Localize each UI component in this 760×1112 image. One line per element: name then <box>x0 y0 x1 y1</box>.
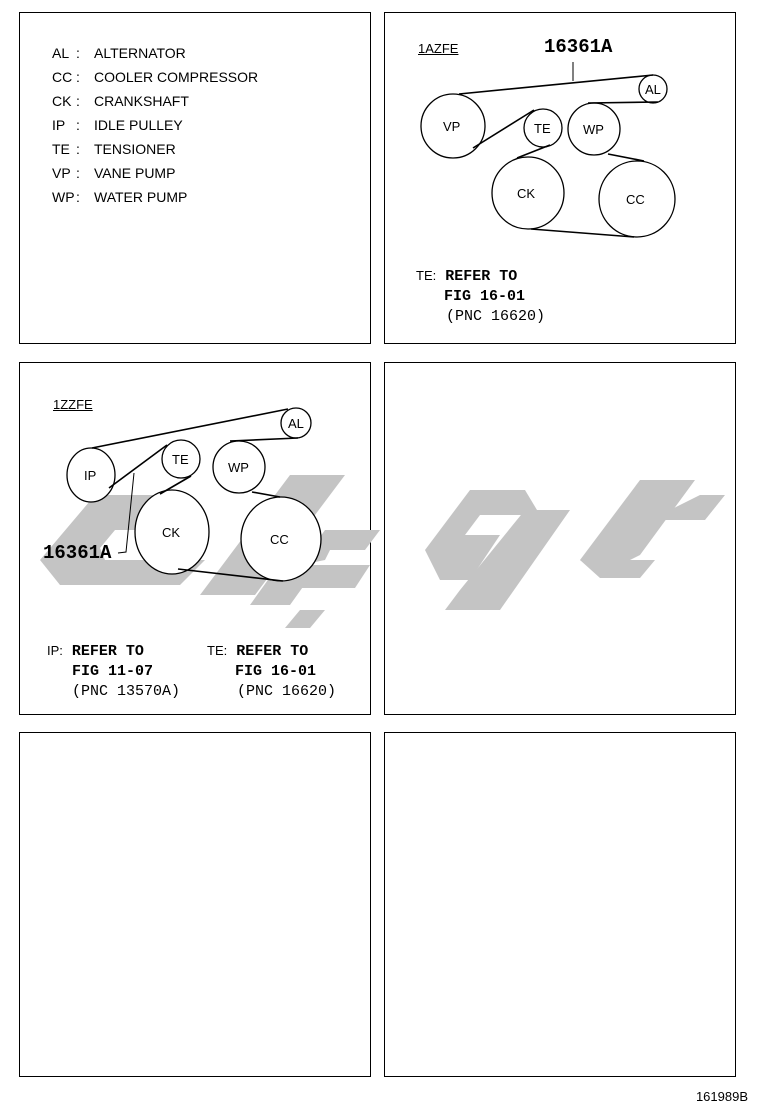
diagram-panel-1azfe <box>384 12 736 344</box>
legend-item: CK : CRANKSHAFT <box>52 89 258 113</box>
legend-name: ALTERNATOR <box>94 45 186 61</box>
legend-panel <box>19 12 371 344</box>
legend-code: CC <box>52 69 73 85</box>
legend-item: CC : COOLER COMPRESSOR <box>52 65 258 89</box>
legend-code: CK <box>52 93 72 109</box>
legend-name: TENSIONER <box>94 141 176 157</box>
figure-id: 161989B <box>695 1089 748 1104</box>
legend-code: WP <box>52 189 75 205</box>
empty-panel-1 <box>384 362 736 715</box>
legend-item: IP : IDLE PULLEY <box>52 113 258 137</box>
legend-item: TE : TENSIONER <box>52 137 258 161</box>
legend-code: TE <box>52 141 70 157</box>
legend-item: AL : ALTERNATOR <box>52 41 258 65</box>
legend-name: COOLER COMPRESSOR <box>94 69 259 85</box>
legend-code: VP <box>52 165 71 181</box>
legend-item: VP : VANE PUMP <box>52 161 258 185</box>
legend-code: AL <box>52 45 70 61</box>
legend-name: IDLE PULLEY <box>94 117 183 133</box>
legend-name: CRANKSHAFT <box>94 93 189 109</box>
legend-item: WP : WATER PUMP <box>52 185 258 209</box>
empty-panel-3 <box>384 732 736 1077</box>
legend-name: VANE PUMP <box>94 165 176 181</box>
diagram-panel-1zzfe <box>19 362 371 715</box>
legend-code: IP <box>52 117 66 133</box>
empty-panel-2 <box>19 732 371 1077</box>
legend-list: AL : ALTERNATOR CC : COOLER COMPRESSOR C… <box>52 41 258 209</box>
legend-name: WATER PUMP <box>94 189 188 205</box>
